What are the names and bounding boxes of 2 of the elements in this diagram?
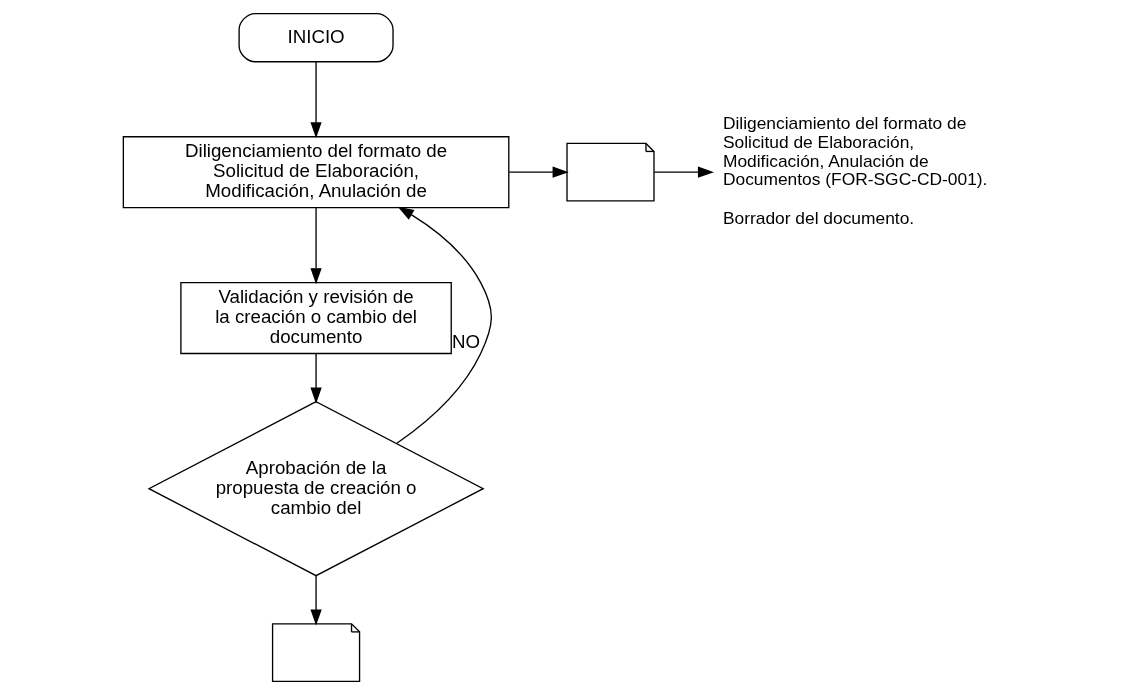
node-text: Diligenciamiento del formato de Solicitud de Elaboración, Modificación, Anulación de Documentos (FOR-SGC-CD-001). Borrador del documento. — [722, 113, 988, 229]
edge-label: NO — [451, 331, 481, 353]
